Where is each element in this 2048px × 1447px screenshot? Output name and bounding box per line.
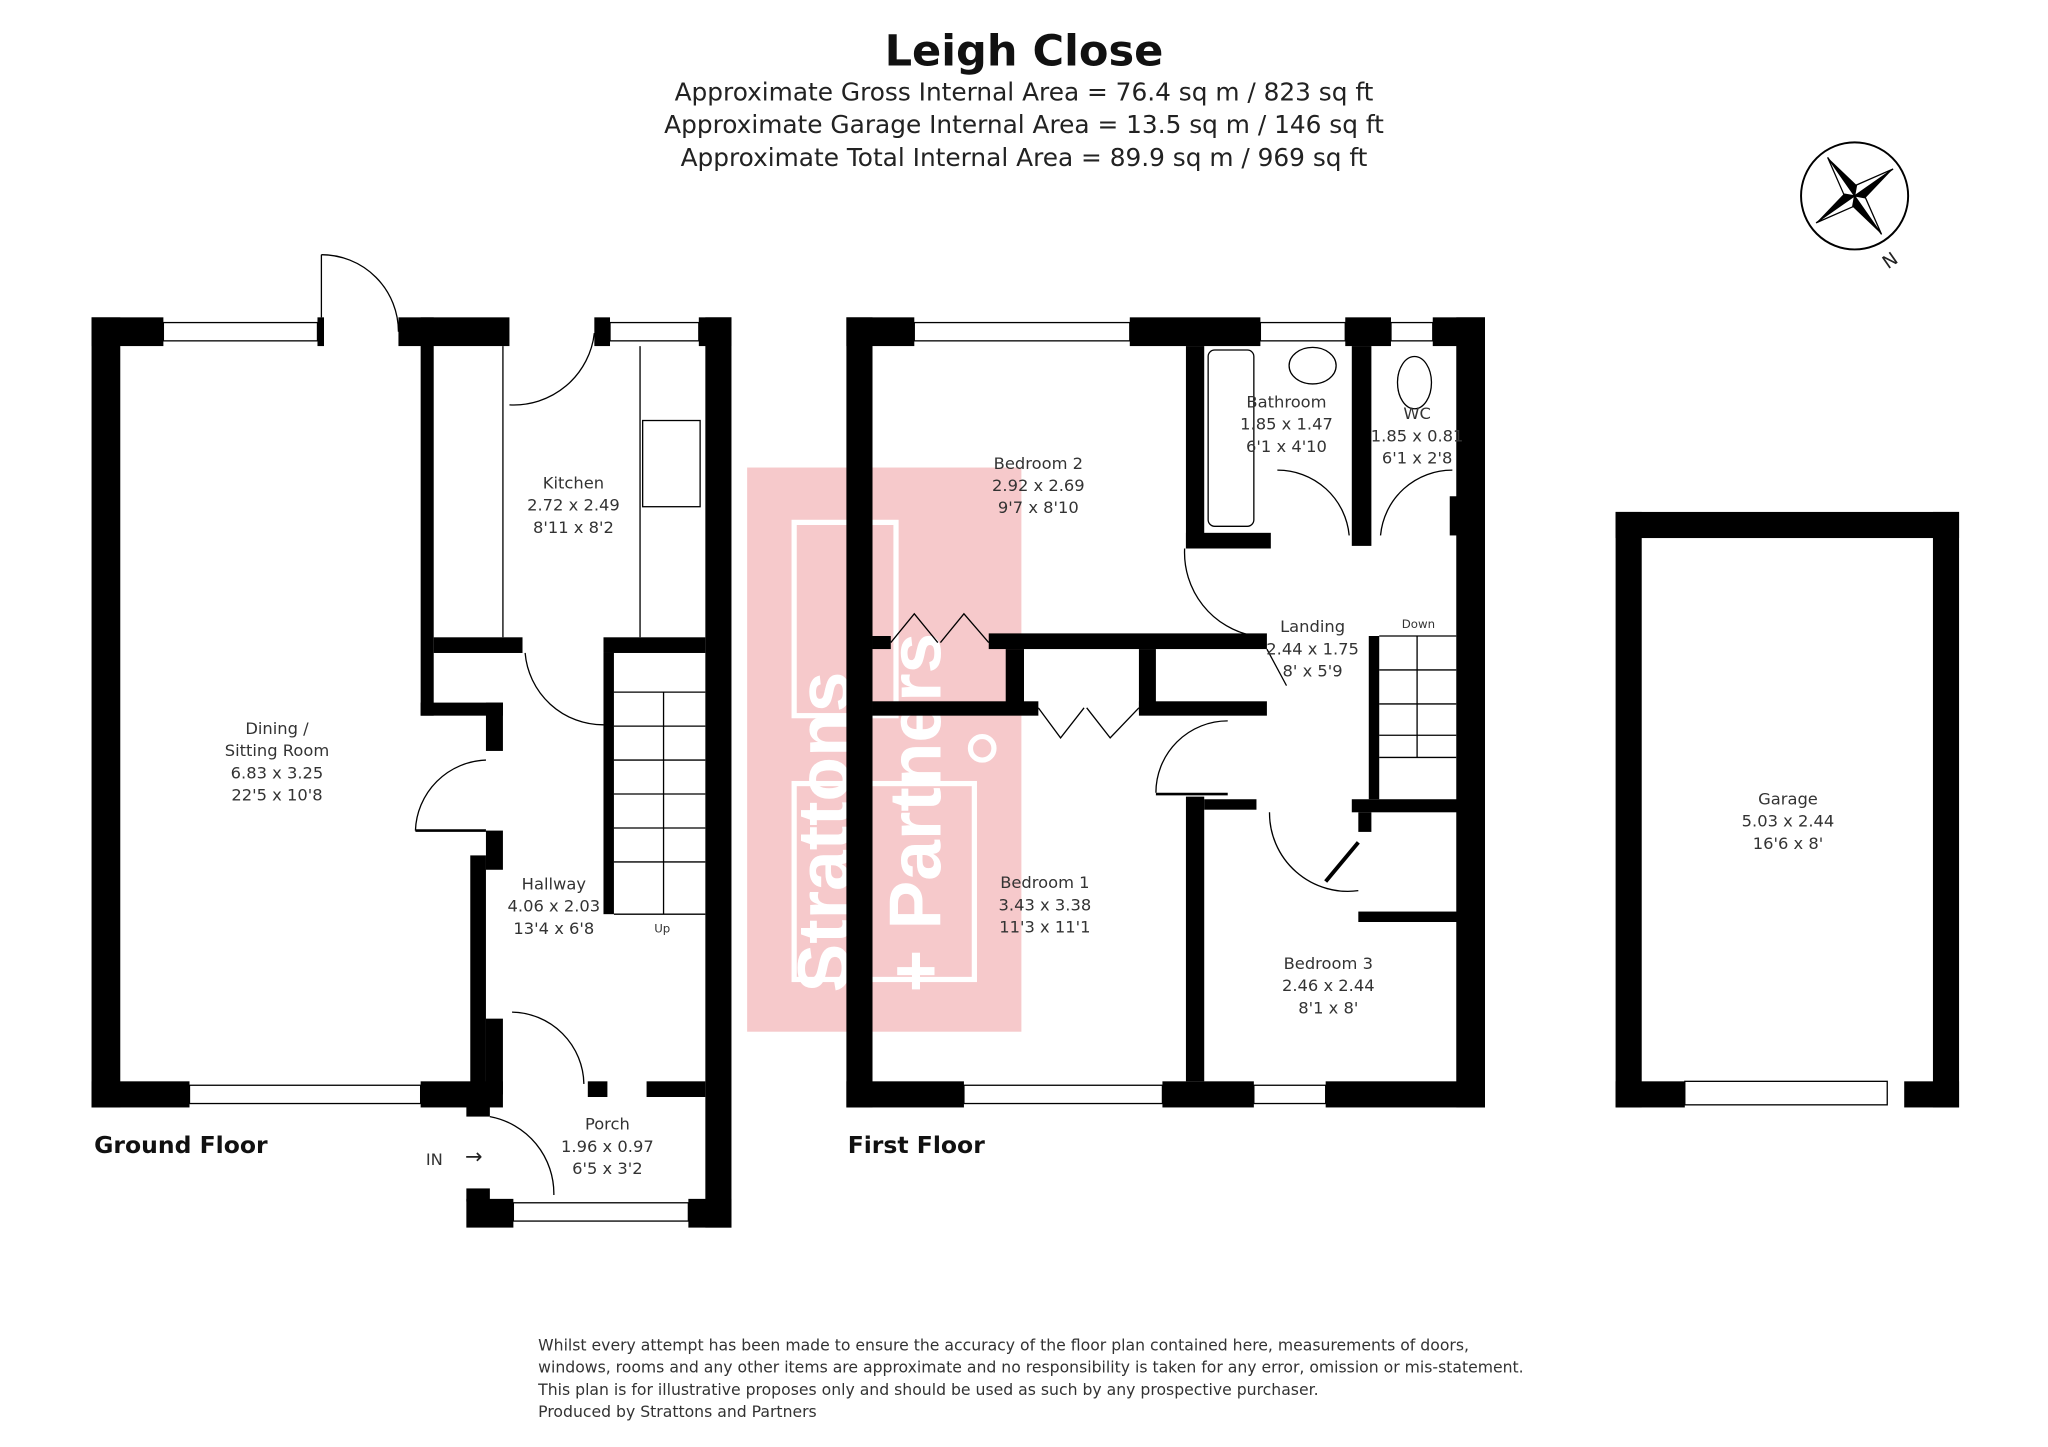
- compass-icon: N: [1800, 141, 1910, 274]
- svg-text:9'7 x 8'10: 9'7 x 8'10: [998, 498, 1079, 517]
- svg-text:windows, rooms and any other i: windows, rooms and any other items are a…: [538, 1358, 1523, 1377]
- garage-plan: [1615, 511, 1960, 1108]
- ground-floor-label: Ground Floor: [94, 1131, 268, 1159]
- svg-text:8' x 5'9: 8' x 5'9: [1283, 661, 1343, 680]
- svg-text:8'11 x 8'2: 8'11 x 8'2: [533, 518, 614, 537]
- svg-text:Bedroom 2: Bedroom 2: [994, 454, 1083, 473]
- entry-arrow-icon: →: [465, 1145, 483, 1169]
- room-garage: Garage 5.03 x 2.44 16'6 x 8': [1742, 789, 1835, 852]
- svg-text:Garage: Garage: [1758, 789, 1818, 808]
- svg-text:22'5 x 10'8: 22'5 x 10'8: [231, 786, 322, 805]
- room-kitchen: Kitchen 2.72 x 2.49 8'11 x 8'2: [527, 473, 620, 536]
- room-dining-sitting: Dining / Sitting Room 6.83 x 3.25 22'5 x…: [225, 719, 330, 805]
- svg-text:8'1 x 8': 8'1 x 8': [1298, 998, 1358, 1017]
- stairs-down-label: Down: [1402, 617, 1435, 631]
- svg-text:3.43 x 3.38: 3.43 x 3.38: [999, 895, 1092, 914]
- gross-area: Approximate Gross Internal Area = 76.4 s…: [675, 78, 1374, 107]
- room-landing: Landing 2.44 x 1.75 8' x 5'9: [1266, 617, 1359, 680]
- stairs-up-label: Up: [654, 921, 670, 935]
- room-bedroom-3: Bedroom 3 2.46 x 2.44 8'1 x 8': [1282, 954, 1375, 1017]
- compass-north-label: N: [1879, 249, 1902, 274]
- svg-text:Sitting Room: Sitting Room: [225, 741, 330, 760]
- entry-label: IN: [426, 1150, 443, 1169]
- svg-text:Dining /: Dining /: [245, 719, 309, 738]
- room-hallway: Hallway 4.06 x 2.03 13'4 x 6'8: [508, 874, 601, 937]
- svg-text:Bedroom 1: Bedroom 1: [1000, 873, 1089, 892]
- room-wc: WC 1.85 x 0.81 6'1 x 2'8: [1371, 404, 1464, 467]
- svg-text:Whilst every attempt has been: Whilst every attempt has been made to en…: [538, 1335, 1469, 1354]
- room-porch: Porch 1.96 x 0.97 6'5 x 3'2: [561, 1115, 654, 1178]
- svg-text:13'4 x 6'8: 13'4 x 6'8: [513, 919, 594, 938]
- svg-text:6'1 x 2'8: 6'1 x 2'8: [1382, 449, 1453, 468]
- room-bedroom-1: Bedroom 1 3.43 x 3.38 11'3 x 11'1: [999, 873, 1092, 936]
- svg-text:11'3 x 11'1: 11'3 x 11'1: [999, 917, 1090, 936]
- room-bathroom: Bathroom 1.85 x 1.47 6'1 x 4'10: [1240, 392, 1333, 455]
- room-bedroom-2: Bedroom 2 2.92 x 2.69 9'7 x 8'10: [992, 454, 1085, 517]
- svg-text:6'5 x 3'2: 6'5 x 3'2: [572, 1159, 643, 1178]
- svg-text:Hallway: Hallway: [522, 874, 587, 893]
- svg-text:+ Partners: + Partners: [875, 633, 956, 993]
- svg-text:Bedroom 3: Bedroom 3: [1284, 954, 1373, 973]
- garage-area: Approximate Garage Internal Area = 13.5 …: [664, 110, 1384, 139]
- watermark-logo: Strattons + Partners: [747, 467, 1022, 1032]
- svg-text:2.72 x 2.49: 2.72 x 2.49: [527, 496, 620, 515]
- svg-text:2.46 x 2.44: 2.46 x 2.44: [1282, 976, 1375, 995]
- page-title: Leigh Close: [885, 26, 1164, 76]
- disclaimer: Whilst every attempt has been made to en…: [537, 1335, 1523, 1421]
- ground-floor-plan: [91, 254, 732, 1228]
- total-area: Approximate Total Internal Area = 89.9 s…: [681, 143, 1368, 172]
- svg-text:2.92 x 2.69: 2.92 x 2.69: [992, 476, 1085, 495]
- svg-text:Landing: Landing: [1280, 617, 1345, 636]
- svg-text:1.96 x 0.97: 1.96 x 0.97: [561, 1137, 654, 1156]
- svg-text:Produced by Strattons and Part: Produced by Strattons and Partners: [538, 1402, 817, 1421]
- svg-text:Porch: Porch: [585, 1115, 630, 1134]
- svg-text:Bathroom: Bathroom: [1246, 392, 1326, 411]
- svg-text:6'1 x 4'10: 6'1 x 4'10: [1246, 437, 1327, 456]
- svg-text:2.44 x 1.75: 2.44 x 1.75: [1266, 639, 1359, 658]
- svg-text:1.85 x 0.81: 1.85 x 0.81: [1371, 426, 1464, 445]
- svg-text:5.03 x 2.44: 5.03 x 2.44: [1742, 812, 1835, 831]
- first-floor-label: First Floor: [848, 1131, 985, 1159]
- svg-text:6.83 x 3.25: 6.83 x 3.25: [231, 763, 324, 782]
- svg-text:Kitchen: Kitchen: [543, 473, 604, 492]
- svg-text:4.06 x 2.03: 4.06 x 2.03: [508, 897, 601, 916]
- svg-text:WC: WC: [1403, 404, 1431, 423]
- svg-text:This plan is for illustrative: This plan is for illustrative proposes o…: [537, 1380, 1318, 1399]
- first-floor-plan: [846, 317, 1486, 1108]
- svg-text:16'6 x 8': 16'6 x 8': [1753, 834, 1824, 853]
- svg-text:1.85 x 1.47: 1.85 x 1.47: [1240, 415, 1333, 434]
